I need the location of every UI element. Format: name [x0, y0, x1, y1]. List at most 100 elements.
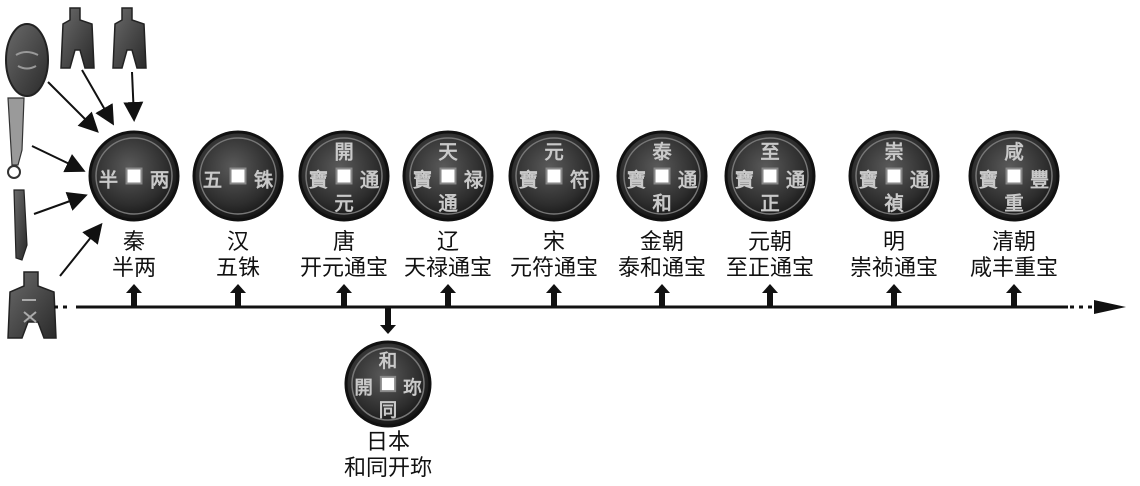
- branch-coin-image: 和同開 珎: [344, 340, 432, 428]
- coin-inscription: 寶: [979, 168, 998, 191]
- coin-inscription: 铢: [254, 168, 274, 191]
- coin-inscription: 寶: [413, 168, 432, 191]
- coin-image-2: 開元寶 通: [298, 130, 390, 222]
- coin-inscription: 元: [334, 192, 353, 215]
- coin-inscription: 寶: [627, 168, 646, 191]
- coin-inscription: 五: [203, 168, 222, 191]
- coin-inscription: 泰: [651, 141, 672, 164]
- timeline-label-1: 汉五铢: [216, 230, 260, 282]
- timeline-tick-arrow: [654, 284, 670, 307]
- coin-name: 和同开珎: [343, 456, 433, 481]
- arrow: [47, 81, 99, 133]
- coin-inscription: 和: [652, 192, 671, 215]
- coin-inscription: 通: [360, 168, 380, 191]
- coin-name: 咸丰重宝: [969, 256, 1059, 281]
- coin-inscription: 半: [99, 168, 118, 191]
- coin-image-5: 泰和寶 通: [616, 130, 708, 222]
- coin-inscription: 禄: [463, 168, 484, 191]
- timeline-label-4: 宋元符通宝: [510, 230, 598, 282]
- coin-image-0: 半两: [88, 130, 180, 222]
- branch-arrow: [380, 307, 396, 334]
- arrow: [31, 145, 86, 173]
- arrow: [59, 222, 103, 277]
- coin-image-6: 至正寶 通: [724, 130, 816, 222]
- timeline-label-3: 辽天禄通宝: [404, 230, 492, 282]
- ant-nose-coin-icon: [5, 23, 49, 97]
- coin-image-1: 五铢: [192, 130, 284, 222]
- timeline-tick-arrow: [1006, 284, 1022, 307]
- dynasty-name: 唐: [332, 230, 356, 255]
- timeline-label-6: 元朝至正通宝: [726, 230, 814, 282]
- coin-inscription: 寶: [519, 168, 538, 191]
- dynasty-name: 宋: [542, 230, 566, 255]
- timeline-tick-arrow: [230, 284, 246, 307]
- branch-label: 日本和同开珎: [344, 430, 432, 482]
- coin-inscription: 豐: [1030, 168, 1049, 191]
- coin-inscription: 寶: [309, 168, 328, 191]
- coin-image-4: 元寶 符: [508, 130, 600, 222]
- dynasty-name: 日本: [365, 430, 411, 455]
- timeline-tick-arrow: [126, 284, 142, 307]
- coin-inscription: 開: [354, 378, 372, 399]
- coin-image-3: 天通寶 禄: [402, 130, 494, 222]
- timeline-tick-arrow: [336, 284, 352, 307]
- coin-inscription: 正: [760, 192, 779, 215]
- arrow: [33, 192, 88, 215]
- timeline-tick-arrow: [440, 284, 456, 307]
- coin-inscription: 崇: [884, 141, 903, 164]
- dynasty-name: 辽: [436, 230, 460, 255]
- arrow: [123, 71, 144, 122]
- dynasty-name: 元朝: [747, 230, 793, 255]
- dynasty-name: 汉: [226, 230, 250, 255]
- knife-coin-icon: [13, 189, 28, 261]
- spade-coin-icon: [112, 7, 147, 69]
- coin-inscription: 通: [786, 168, 806, 191]
- coin-name: 五铢: [215, 256, 261, 281]
- coin-name: 天禄通宝: [403, 256, 493, 281]
- timeline-tick-arrow: [886, 284, 902, 307]
- coin-name: 半两: [111, 256, 157, 281]
- arrow: [81, 69, 114, 126]
- coin-name: 元符通宝: [509, 256, 599, 281]
- timeline-label-2: 唐开元通宝: [300, 230, 388, 282]
- dynasty-name: 秦: [122, 230, 146, 255]
- coin-inscription: 天: [438, 141, 458, 164]
- coin-inscription: 重: [1004, 192, 1023, 215]
- coin-inscription: 符: [570, 168, 589, 191]
- knife-coin-icon: [7, 97, 25, 179]
- coin-inscription: 通: [678, 168, 698, 191]
- dynasty-name: 明: [882, 230, 906, 255]
- coin-inscription: 通: [438, 192, 458, 215]
- coin-name: 至正通宝: [725, 256, 815, 281]
- timeline-label-7: 明崇祯通宝: [850, 230, 938, 282]
- coin-image-7: 崇禎寶 通: [848, 130, 940, 222]
- timeline-label-0: 秦半两: [112, 230, 156, 282]
- timeline-label-5: 金朝泰和通宝: [618, 230, 706, 282]
- coin-inscription: 两: [150, 168, 169, 191]
- timeline-label-8: 清朝咸丰重宝: [970, 230, 1058, 282]
- coin-name: 开元通宝: [299, 256, 389, 281]
- coin-name: 泰和通宝: [617, 256, 707, 281]
- coin-image-8: 咸重寶 豐: [968, 130, 1060, 222]
- coin-inscription: 咸: [1004, 141, 1024, 164]
- spade-coin-icon: [7, 271, 57, 339]
- dynasty-name: 金朝: [639, 230, 685, 255]
- timeline-tick-arrow: [546, 284, 562, 307]
- coin-inscription: 禎: [884, 192, 904, 215]
- spade-coin-icon: [60, 7, 95, 69]
- coin-inscription: 寶: [735, 168, 754, 191]
- coin-inscription: 開: [334, 141, 353, 164]
- coin-inscription: 寶: [859, 168, 878, 191]
- coin-inscription: 元: [544, 141, 563, 164]
- coin-inscription: 珎: [403, 377, 422, 399]
- coin-name: 崇祯通宝: [849, 256, 939, 281]
- timeline-axis: [54, 300, 1126, 314]
- coin-inscription: 同: [379, 401, 397, 422]
- coin-inscription: 通: [910, 168, 930, 191]
- coin-inscription: 至: [760, 141, 779, 164]
- early-forms: [5, 7, 147, 339]
- coin-inscription: 和: [379, 350, 397, 372]
- timeline-tick-arrow: [762, 284, 778, 307]
